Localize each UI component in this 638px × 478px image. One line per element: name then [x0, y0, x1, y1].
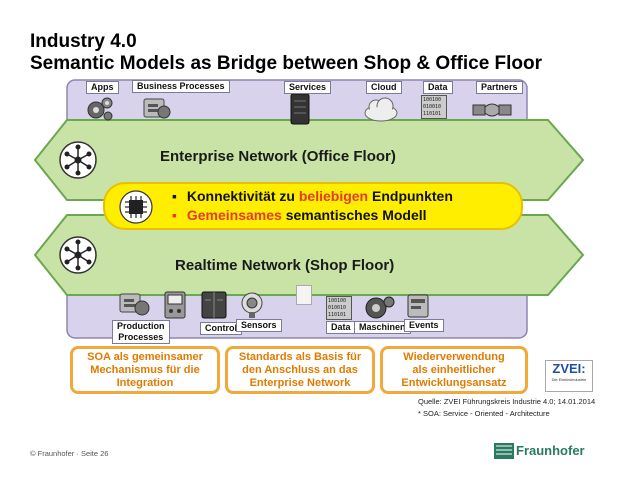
business-processes-icon — [143, 98, 171, 119]
placeholder-frame — [296, 285, 312, 305]
soa-box: SOA als gemeinsamer Mechanismus für die … — [70, 346, 220, 394]
bullet-1-marker: ▪ — [172, 188, 177, 204]
title-line-1: Industry 4.0 — [30, 31, 137, 52]
sensor-icon — [241, 292, 263, 318]
cloud-label: Cloud — [366, 81, 402, 94]
apps-gears-icon — [87, 97, 113, 121]
services-label: Services — [284, 81, 332, 94]
control-label: Control — [200, 322, 242, 335]
source-line-1: Quelle: ZVEI Führungskreis Industrie 4.0… — [418, 397, 596, 406]
top-data-label: Data — [423, 81, 453, 94]
fraunhofer-logo-icon — [494, 443, 514, 459]
enterprise-network-arrow — [33, 119, 585, 201]
realtime-network-arrow — [33, 214, 585, 296]
zvei-tagline: Die Elektroindustrie — [551, 377, 587, 382]
chip-icon — [119, 190, 153, 224]
enterprise-network-hub-icon — [59, 141, 97, 179]
realtime-network-label: Realtime Network (Shop Floor) — [175, 257, 395, 274]
bullet-1-text-a: Konnektivität zu — [186, 188, 299, 204]
source-line-2: * SOA: Service - Oriented - Architecture — [418, 409, 550, 418]
bullet-2-text-b: semantisches Modell — [281, 207, 427, 223]
enterprise-network-label: Enterprise Network (Office Floor) — [160, 148, 396, 165]
connectivity-box — [103, 182, 523, 230]
bullet-1: ▪ Konnektivität zu beliebigen Endpunkten — [172, 188, 453, 204]
events-label: Events — [404, 319, 444, 332]
bullet-2-marker: ▪ — [172, 207, 177, 223]
zvei-logo-text: ZVEI: — [552, 361, 586, 376]
realtime-network-hub-icon — [59, 236, 97, 274]
bottom-data-glyph: 100100 010010 110101 — [326, 296, 352, 320]
sensors-label: Sensors — [236, 319, 282, 332]
apps-label: Apps — [86, 81, 119, 94]
production-processes-icon — [119, 293, 150, 316]
top-data-glyph: 100100 010010 110101 — [421, 95, 447, 119]
zvei-logo: ZVEI: Die Elektroindustrie — [545, 360, 593, 392]
reuse-box: Wiederverwendung als einheitlicher Entwi… — [380, 346, 528, 394]
bullet-1-text-highlight: beliebigen — [298, 188, 369, 204]
services-server-icon — [290, 93, 310, 125]
events-icon — [407, 294, 429, 318]
control-panel-icon — [164, 291, 186, 319]
standards-box: Standards als Basis für den Anschluss an… — [225, 346, 375, 394]
title-line-2: Semantic Models as Bridge between Shop &… — [30, 53, 543, 74]
bullet-2-text-highlight: Gemeinsames — [186, 207, 282, 223]
production-processes-label: Production Processes — [112, 320, 170, 344]
fraunhofer-logo-text: Fraunhofer — [516, 443, 585, 458]
control-cabinet-icon — [201, 291, 227, 319]
maschinen-gears-icon — [365, 296, 395, 319]
maschinen-label: Maschinen — [354, 321, 411, 334]
partners-handshake-icon — [472, 103, 512, 117]
bullet-1-text-c: Endpunkten — [368, 188, 453, 204]
bottom-data-label: Data — [326, 321, 356, 334]
cloud-icon — [364, 97, 398, 122]
footer: © Fraunhofer · Seite 26 — [30, 449, 109, 458]
partners-label: Partners — [476, 81, 523, 94]
bullet-2: ▪ Gemeinsames semantisches Modell — [172, 207, 427, 223]
business-processes-label: Business Processes — [132, 80, 230, 93]
